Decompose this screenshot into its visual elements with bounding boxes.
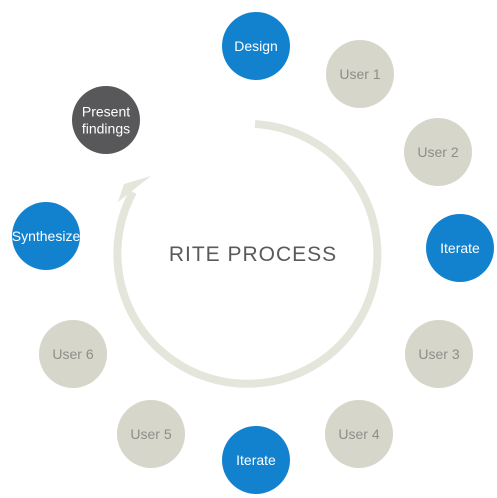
cycle-arrow-head [118, 176, 151, 202]
node-iterate: Iterate [222, 426, 290, 494]
node-user-4: User 4 [325, 400, 393, 468]
node-label: User 4 [338, 426, 379, 442]
node-circle [326, 40, 394, 108]
center-title: RITE PROCESS [169, 243, 337, 266]
node-user-2: User 2 [404, 118, 472, 186]
node-circle [12, 202, 80, 270]
node-design: Design [222, 12, 290, 80]
node-circle [72, 86, 140, 154]
node-user-3: User 3 [405, 320, 473, 388]
node-circle [405, 320, 473, 388]
node-label: User 3 [418, 346, 459, 362]
node-label: Iterate [440, 240, 480, 256]
node-circle [117, 400, 185, 468]
node-label: Synthesize [12, 228, 81, 244]
cycle-arrow [113, 120, 382, 388]
node-label: User 5 [130, 426, 171, 442]
node-iterate: Iterate [426, 214, 494, 282]
node-circle [222, 426, 290, 494]
node-user-6: User 6 [39, 320, 107, 388]
node-label: User 6 [52, 346, 93, 362]
node-label: User 2 [417, 144, 458, 160]
node-user-1: User 1 [326, 40, 394, 108]
node-circle [325, 400, 393, 468]
node-synthesize: Synthesize [12, 202, 81, 270]
node-circle [426, 214, 494, 282]
node-circle [404, 118, 472, 186]
node-label: Iterate [236, 452, 276, 468]
node-label: Design [234, 38, 278, 54]
cycle-arrow-path [113, 120, 382, 388]
node-circle [222, 12, 290, 80]
node-user-5: User 5 [117, 400, 185, 468]
node-label: User 1 [339, 66, 380, 82]
node-circle [39, 320, 107, 388]
